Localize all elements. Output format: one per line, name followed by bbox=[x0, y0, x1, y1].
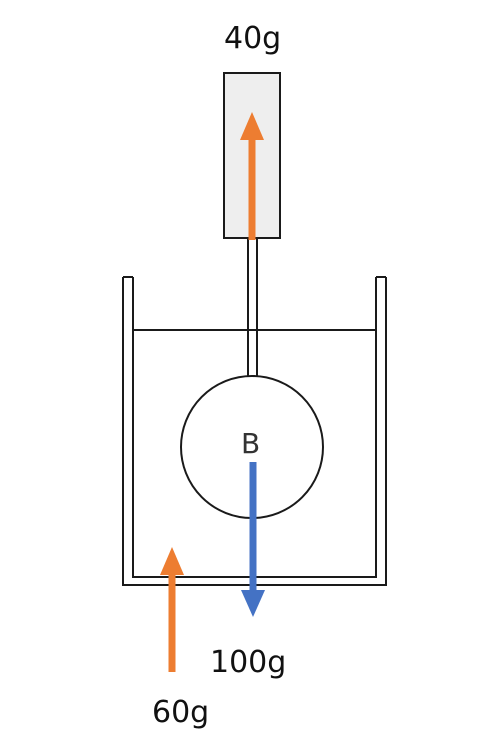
ball-weight-arrow bbox=[241, 462, 265, 617]
scale-force-label: 60g bbox=[152, 695, 210, 730]
spring-tension-arrow bbox=[240, 112, 264, 240]
spring-force-label: 40g bbox=[224, 21, 282, 56]
scale-support-arrow bbox=[160, 547, 184, 672]
ball-weight-label: 100g bbox=[210, 645, 287, 680]
ball-label: B bbox=[241, 427, 261, 460]
